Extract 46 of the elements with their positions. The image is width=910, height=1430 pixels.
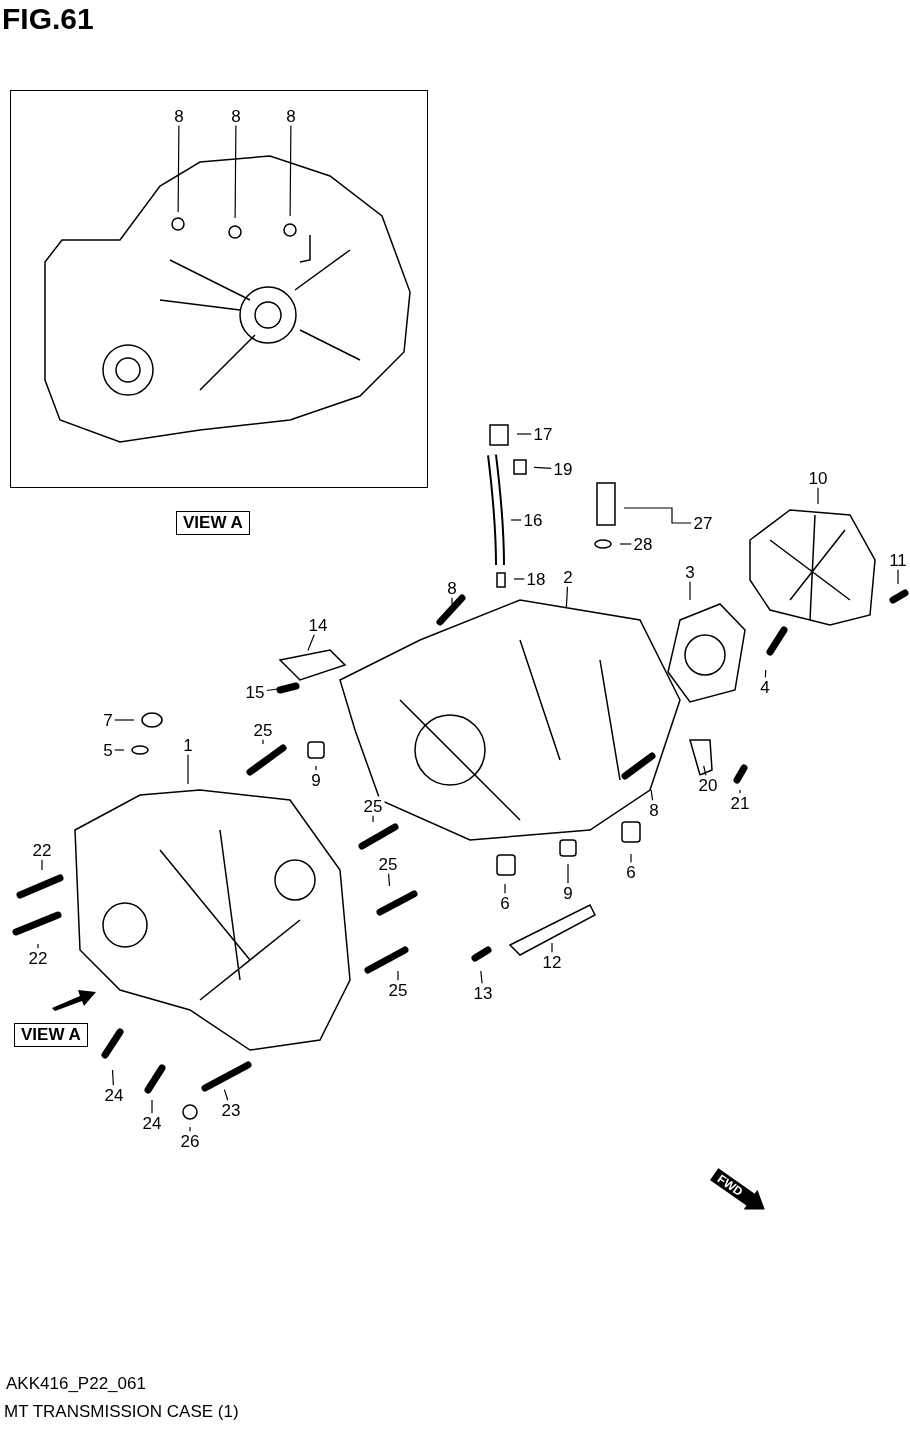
leader-line	[372, 814, 374, 823]
leader-line	[513, 578, 526, 580]
leader-line	[234, 124, 237, 219]
leader-line	[151, 1099, 153, 1115]
leader-line	[565, 585, 569, 608]
view-label: VIEW A	[176, 511, 250, 535]
leader-line	[764, 669, 767, 679]
leader-line	[262, 738, 264, 745]
leader-line	[177, 124, 180, 213]
leader-line	[630, 853, 632, 864]
leader-line	[510, 519, 523, 521]
drawing-code: AKK416_P22_061	[6, 1374, 146, 1394]
leader-line	[289, 124, 292, 217]
inset-frame	[10, 90, 428, 488]
leader-line	[307, 633, 315, 652]
leader-line	[739, 789, 741, 795]
leader-line	[265, 688, 279, 692]
figure-caption: MT TRANSMISSION CASE (1)	[4, 1402, 239, 1422]
leader-line	[397, 970, 399, 982]
leader-line	[619, 543, 633, 545]
leader-line	[504, 883, 506, 895]
leader-line	[114, 749, 125, 751]
leader-line	[897, 568, 899, 585]
leader-line	[650, 789, 654, 802]
leader-line	[223, 1089, 229, 1102]
leader-line	[817, 486, 819, 505]
leader-line	[551, 942, 553, 954]
view-label: VIEW A	[14, 1023, 88, 1047]
leader-line	[315, 765, 317, 772]
leader-line	[41, 858, 43, 871]
leader-line	[451, 596, 453, 605]
leader-line	[533, 466, 553, 469]
leader-line	[480, 970, 483, 985]
leader-line	[189, 1126, 191, 1133]
figure-title: FIG.61	[2, 2, 94, 36]
callout-number: 25	[361, 796, 385, 816]
leader-line	[623, 507, 693, 524]
leader-line	[388, 872, 391, 887]
leader-line	[567, 863, 569, 885]
leader-line	[114, 719, 135, 721]
leader-line	[516, 433, 533, 435]
leader-line	[187, 753, 189, 785]
leader-line	[111, 1069, 114, 1087]
leader-line	[689, 580, 691, 601]
leader-line	[37, 943, 39, 950]
leader-line	[703, 765, 707, 777]
